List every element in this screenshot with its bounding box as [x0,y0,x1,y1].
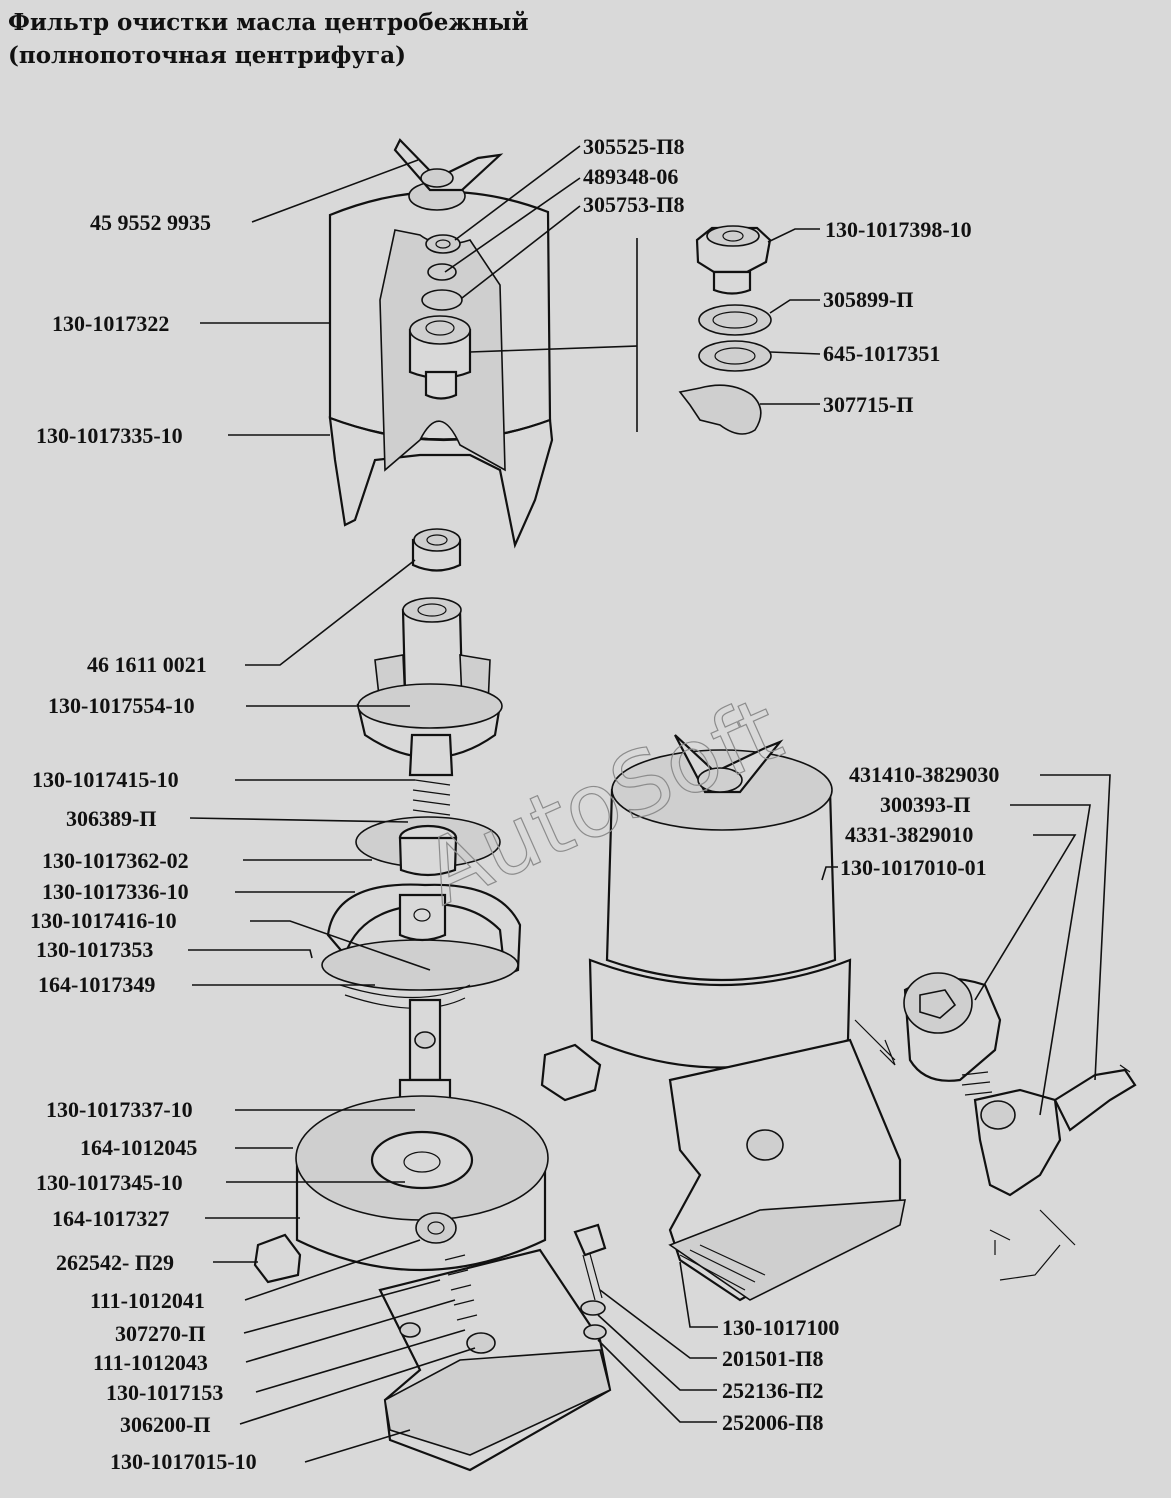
callout-130-1017337-10: 130-1017337-10 [46,1097,193,1122]
callout-201501-p8: 201501-П8 [722,1346,823,1371]
callout-130-1017416-10: 130-1017416-10 [30,908,177,933]
callout-130-1017345-10: 130-1017345-10 [36,1170,183,1195]
callout-130-1017336-10: 130-1017336-10 [42,879,189,904]
callout-164-1017349: 164-1017349 [38,972,155,997]
rotor-cover-drawing [328,138,554,549]
leader-lines [188,145,1111,1463]
callout-305525-p8: 305525-П8 [583,134,684,159]
callout-306389-p: 306389-П [66,806,156,831]
callout-130-1017398-10: 130-1017398-10 [825,217,972,242]
callout-130-1017153: 130-1017153 [106,1380,223,1405]
callout-130-1017362-02: 130-1017362-02 [42,848,189,873]
part-number-labels: 305525-П8 489348-06 305753-П8 45 9552 99… [30,134,999,1474]
callout-130-1017100: 130-1017100 [722,1315,839,1340]
title-line-1: Фильтр очистки масла центробежный [8,9,529,36]
callout-130-1017015-10: 130-1017015-10 [110,1449,257,1474]
callout-46-1611-0021: 46 1611 0021 [87,652,207,677]
callout-45-9552-9935: 45 9552 9935 [90,210,211,235]
callout-252136-p2: 252136-П2 [722,1378,823,1403]
callout-130-1017010-01: 130-1017010-01 [840,855,987,880]
callout-300393-p: 300393-П [880,792,970,817]
title-line-2: (полнопоточная центрифуга) [8,42,406,69]
callout-645-1017351: 645-1017351 [823,341,940,366]
upper-right-parts-drawing [678,225,772,435]
diagram-title: Фильтр очистки масла центробежный (полно… [8,6,529,72]
callout-305899-p: 305899-П [823,287,913,312]
callout-306200-p: 306200-П [120,1412,210,1437]
callout-164-1017327: 164-1017327 [52,1206,169,1231]
rotor-stack-drawing [321,528,522,1131]
callout-130-1017353: 130-1017353 [36,937,153,962]
assembled-filter-drawing [540,734,906,1302]
lower-housing-drawing [253,1095,612,1472]
callout-307270-p: 307270-П [115,1321,205,1346]
callout-305753-p8: 305753-П8 [583,192,684,217]
callout-431410-3829030: 431410-3829030 [849,762,999,787]
callout-307715-p: 307715-П [823,392,913,417]
callout-130-1017322: 130-1017322 [52,311,169,336]
callout-130-1017554-10: 130-1017554-10 [48,693,195,718]
callout-164-1012045: 164-1012045 [80,1135,197,1160]
callout-489348-06: 489348-06 [583,164,678,189]
sensor-parts-drawing [903,972,1137,1281]
callout-111-1012041: 111-1012041 [90,1288,205,1313]
callout-262542-p29: 262542- П29 [56,1250,174,1275]
assembly-bracket [469,238,638,432]
callout-130-1017335-10: 130-1017335-10 [36,423,183,448]
callout-111-1012043: 111-1012043 [93,1350,208,1375]
callout-130-1017415-10: 130-1017415-10 [32,767,179,792]
callout-4331-3829010: 4331-3829010 [845,822,973,847]
callout-252006-p8: 252006-П8 [722,1410,823,1435]
